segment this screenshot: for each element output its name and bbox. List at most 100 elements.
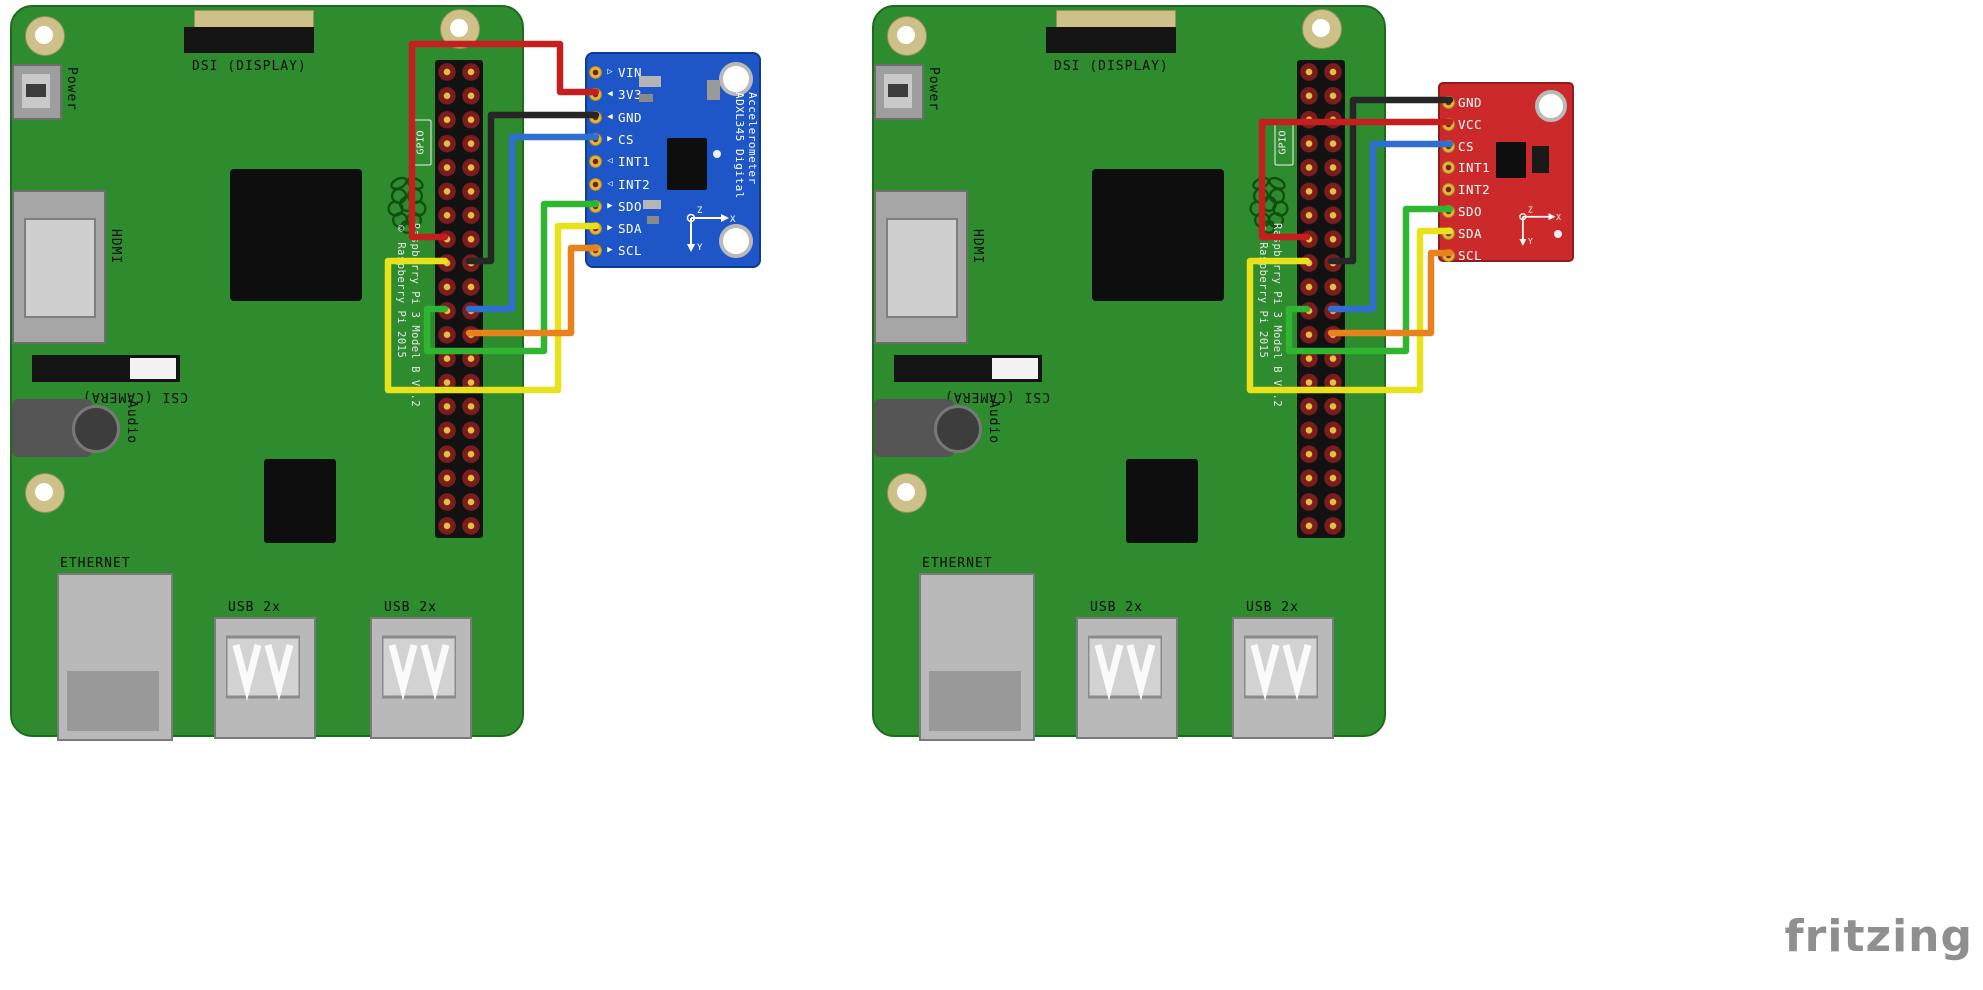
board-silkscreen-text: © Raspberry Pi 2015 Raspberry Pi 3 Model… [394, 223, 422, 407]
pin-pad [1442, 117, 1455, 131]
breakout-pin-int2: INT2 [1442, 179, 1490, 199]
hdmi-connector-inner [886, 218, 958, 318]
ethernet-jack [57, 573, 173, 741]
breakout-pin-vin: ▷ VIN [589, 62, 642, 82]
power-label: Power [64, 67, 79, 112]
hdmi-connector [874, 190, 968, 344]
pin-label: SDA [618, 220, 643, 236]
gpio-label: GPIO [1274, 119, 1294, 166]
power-label: Power [926, 67, 941, 112]
pin-direction-arrow: ▶ [607, 223, 613, 233]
breakout-pin-sdo: ▶ SDO [589, 196, 642, 216]
gpio-header [435, 60, 483, 538]
breakout-pin-int1: ◁ INT1 [589, 151, 650, 171]
axis-y-label: Y [1528, 237, 1533, 246]
pin-label: CS [618, 131, 635, 147]
usb-port [1232, 617, 1334, 739]
pin-label: SDA [1458, 225, 1483, 241]
lan-controller-chip [1126, 459, 1198, 543]
breakout-pin-gnd: GND [1442, 92, 1482, 112]
pin-direction-arrow: ◁ [607, 179, 613, 189]
dsi-label: DSI (DISPLAY) [1054, 59, 1169, 74]
pin-label: SCL [618, 242, 643, 258]
usb-port [370, 617, 472, 739]
usb-label: USB 2x [1246, 600, 1299, 615]
usb-port [1076, 617, 1178, 739]
power-connector [12, 64, 62, 120]
axis-z-label: Z [1528, 205, 1533, 214]
axis-x-label: X [1556, 213, 1561, 222]
pin-label: SDO [1458, 203, 1483, 219]
breakout-pin-gnd: ◀ GND [589, 107, 642, 127]
pin-pad [589, 199, 602, 213]
csi-connector-latch [130, 358, 176, 379]
usb-port-contacts [382, 635, 456, 701]
copyright-text: © Raspberry Pi 2015 [1257, 223, 1269, 359]
mounting-hole [1302, 9, 1342, 49]
adxl345-ic-chip [667, 138, 707, 190]
fritzing-watermark: fritzing [1784, 911, 1973, 962]
gpio-header [1297, 60, 1345, 538]
adxl345-ic-chip [1496, 142, 1526, 178]
audio-jack [12, 399, 120, 457]
pin-label: INT2 [1458, 181, 1491, 197]
pin-label: 3V3 [618, 86, 643, 102]
smd-component [639, 76, 661, 87]
usb-port [214, 617, 316, 739]
smd-component [643, 200, 661, 209]
usb-port-contacts [1088, 635, 1162, 701]
pin-pad [589, 110, 602, 124]
ethernet-jack-inner [67, 671, 159, 731]
breakout-pin-cs: CS [1442, 136, 1474, 156]
audio-jack-barrel [72, 405, 120, 453]
pin-label: VIN [618, 64, 643, 80]
raspberry-pi-board-left: DSI (DISPLAY) Power HDMI CSI (CAM [10, 5, 524, 741]
power-connector [874, 64, 924, 120]
audio-jack [874, 399, 982, 457]
pin-pad [1442, 160, 1455, 174]
mounting-hole [25, 473, 65, 513]
pin-direction-arrow: ◁ [607, 156, 613, 166]
breakout-pin-sda: ▶ SDA [589, 218, 642, 238]
axis-y-label: Y [697, 243, 703, 253]
pin-pad [1442, 226, 1455, 240]
dsi-connector [184, 27, 314, 53]
board-name-text: Raspberry Pi 3 Model B V1.2 [409, 223, 421, 408]
breakout-pin-scl: ▶ SCL [589, 240, 642, 260]
pin-pad [589, 132, 602, 146]
breakout-pin-sda: SDA [1442, 223, 1482, 243]
pin1-marker-dot [713, 150, 721, 158]
adxl345-breakout-adafruit: ▷ VIN ◀ 3V3 ◀ GND ▶ CS ◁ INT1 ◁ INT2 [585, 52, 761, 268]
audio-jack-barrel [934, 405, 982, 453]
pin-label: INT2 [618, 176, 651, 192]
pin-label: INT1 [618, 153, 651, 169]
breakout-title: ADXL345 Digital Accelerometer [733, 92, 759, 199]
mounting-hole [887, 16, 927, 56]
pin-pad [589, 65, 602, 79]
axis-x-label: X [730, 215, 736, 225]
board-silkscreen-text: © Raspberry Pi 2015 Raspberry Pi 3 Model… [1256, 223, 1284, 407]
pin-pad [589, 221, 602, 235]
pin-direction-arrow: ▷ [607, 67, 613, 77]
power-connector-slot [888, 84, 908, 97]
breakout-title-line2: Accelerometer [746, 92, 759, 185]
audio-label: Audio [124, 400, 139, 445]
pin-pad [589, 154, 602, 168]
pin-pad [1442, 139, 1455, 153]
pin-pad [1442, 204, 1455, 218]
mounting-hole [887, 473, 927, 513]
pin-direction-arrow: ▶ [607, 245, 613, 255]
pin-label: INT1 [1458, 159, 1491, 175]
board-name-text: Raspberry Pi 3 Model B V1.2 [1271, 223, 1283, 408]
pin-pad [589, 87, 602, 101]
pin-label: GND [1458, 94, 1483, 110]
usb-label: USB 2x [1090, 600, 1143, 615]
pin-label: SCL [1458, 247, 1483, 263]
usb-label: USB 2x [228, 600, 281, 615]
breakout-pin-cs: ▶ CS [589, 129, 634, 149]
soc-chip [230, 169, 362, 301]
pin-pad [589, 177, 602, 191]
axis-indicator: X Y Z [686, 206, 736, 253]
axis-indicator: X Y Z [1519, 205, 1561, 246]
ethernet-jack-inner [929, 671, 1021, 731]
